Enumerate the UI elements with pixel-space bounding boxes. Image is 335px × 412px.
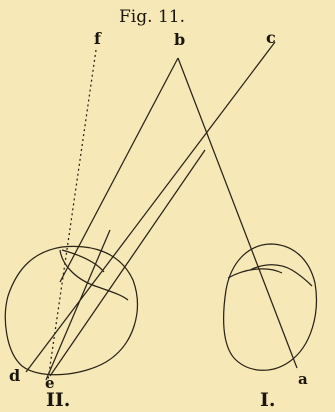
line-f-e	[47, 49, 97, 381]
line-b-a	[177, 57, 298, 369]
label-b: b	[174, 30, 185, 49]
eye-ii-lens-inner	[61, 249, 105, 273]
label-a: a	[298, 370, 308, 388]
eye-ii-outline	[4, 245, 138, 376]
figure-title: Fig. 11.	[119, 7, 185, 27]
eye-i-outline	[223, 243, 318, 371]
line-c-d	[25, 41, 276, 373]
label-eye-left: II.	[46, 389, 70, 411]
label-d: d	[9, 366, 20, 385]
eye-i-lens	[227, 268, 283, 279]
line-e-b	[45, 229, 111, 381]
label-e: e	[45, 374, 55, 392]
line-b-eye-ii	[59, 57, 179, 283]
label-f: f	[94, 29, 102, 48]
label-eye-right: I.	[260, 389, 276, 411]
label-c: c	[266, 28, 276, 47]
line-e-c	[49, 149, 206, 377]
eye-ii-lens	[59, 249, 129, 301]
eye-i-lens-2	[249, 264, 313, 287]
